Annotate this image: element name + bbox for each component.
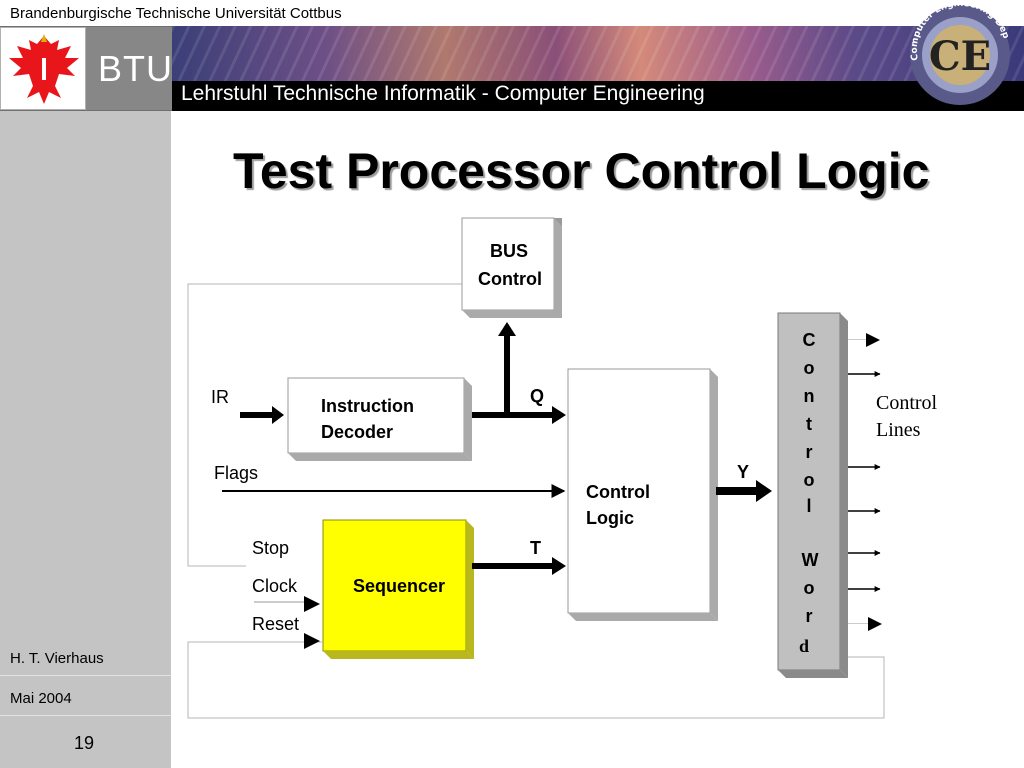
ir-label: IR <box>211 387 229 407</box>
clock-label: Clock <box>252 576 298 596</box>
control-word-letter: r <box>805 442 812 462</box>
bus-control-box: BUS Control <box>461 217 562 318</box>
control-logic-label: Logic <box>586 508 634 528</box>
decoder-label: Decoder <box>321 422 393 442</box>
chair-band <box>172 81 1024 111</box>
university-name: Brandenburgische Technische Universität … <box>10 5 342 22</box>
flags-label: Flags <box>214 463 258 483</box>
decoder-label: Instruction <box>321 396 414 416</box>
page-number: 19 <box>74 733 95 753</box>
reset-label: Reset <box>252 614 299 634</box>
control-lines-label: Control <box>876 392 938 414</box>
control-word-letter: o <box>804 470 815 490</box>
author: H. T. Vierhaus <box>10 650 104 667</box>
bus-control-label: Control <box>478 269 542 289</box>
eagle-icon <box>9 34 79 104</box>
feedback-wires <box>187 283 885 719</box>
control-logic-box: Control Logic <box>567 368 718 621</box>
control-word-letter: o <box>804 578 815 598</box>
instruction-decoder-box: Instruction Decoder <box>287 377 472 461</box>
control-word-letter: W <box>802 550 819 570</box>
control-word-letter: l <box>806 496 811 516</box>
control-word-letter: o <box>804 358 815 378</box>
top-bar: Brandenburgische Technische Universität … <box>0 0 1024 26</box>
btu-logo <box>86 27 172 110</box>
control-logic-label: Control <box>586 482 650 502</box>
thick-arrows <box>240 322 772 649</box>
t-signal-label: T <box>530 538 541 558</box>
stop-label: Stop <box>252 538 289 558</box>
control-word-letter: d <box>799 636 809 656</box>
sequencer-box: Sequencer <box>322 519 474 659</box>
brandenburg-eagle-logo <box>0 27 86 110</box>
control-lines <box>848 371 881 592</box>
control-lines-label: Lines <box>876 419 921 441</box>
control-line-arrowheads <box>848 333 882 631</box>
control-word-letter: n <box>804 386 815 406</box>
header-chip-texture <box>172 26 1024 81</box>
ce-logo: CE Computer Engineering Dept. <box>904 0 1011 105</box>
control-word-register: C o n t r o l W o r d <box>777 312 848 678</box>
control-word-letter: r <box>805 606 812 626</box>
ce-logo-letters: CE <box>929 33 991 80</box>
control-word-letter: C <box>803 330 816 350</box>
slide-title: Test Processor Control Logic <box>233 143 930 199</box>
bus-control-label: BUS <box>490 241 528 261</box>
control-word-letter: t <box>806 414 812 434</box>
header-chip-image <box>172 26 1024 81</box>
date: Mai 2004 <box>10 690 72 707</box>
q-signal-label: Q <box>530 386 544 406</box>
sidebar-divider <box>0 675 171 676</box>
y-signal-label: Y <box>737 462 749 482</box>
sidebar-divider <box>0 715 171 716</box>
btu-logo-text: BTU <box>98 48 173 89</box>
sequencer-label: Sequencer <box>353 576 445 596</box>
chair-title: Lehrstuhl Technische Informatik - Comput… <box>181 82 705 105</box>
left-sidebar <box>0 111 171 768</box>
